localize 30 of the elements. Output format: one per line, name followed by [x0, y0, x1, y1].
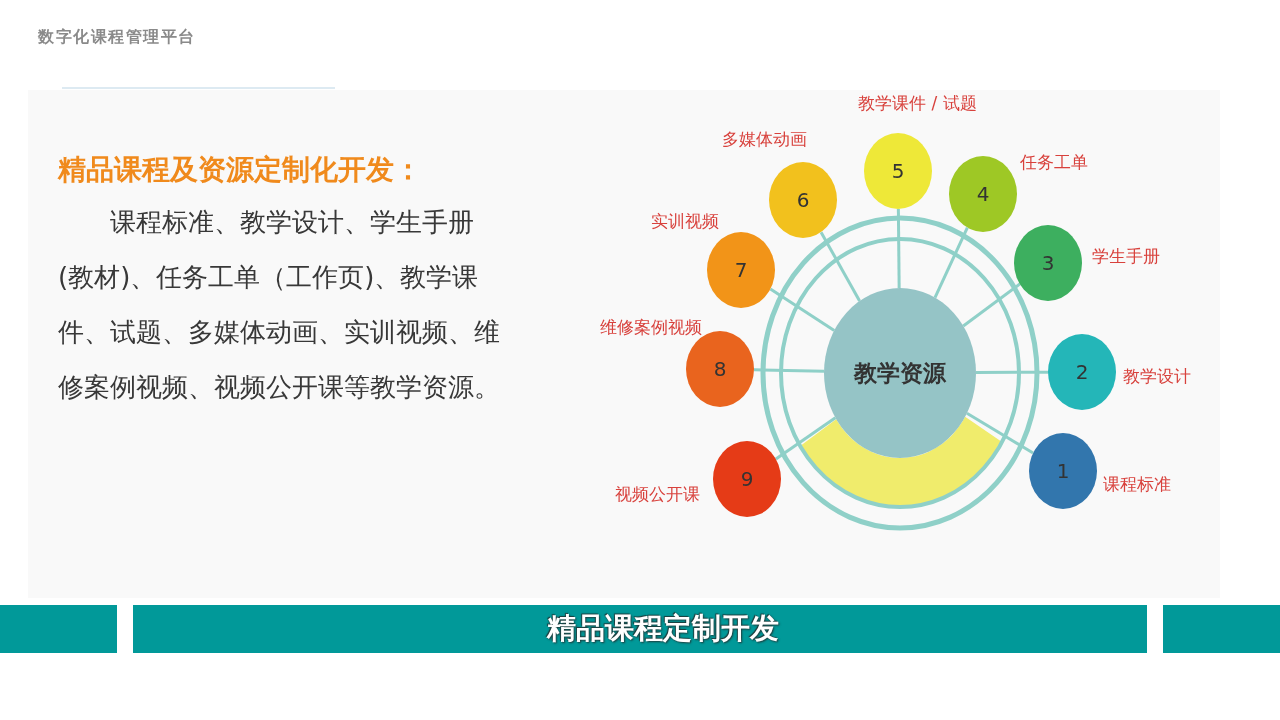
circle-number: 9: [740, 467, 754, 491]
item-caption: 学生手册: [1092, 246, 1160, 266]
item-caption: 实训视频: [651, 211, 719, 231]
circle-number: 2: [1075, 360, 1089, 384]
item-caption: 课程标准: [1103, 474, 1171, 494]
circle-number: 6: [796, 188, 810, 212]
item-caption: 视频公开课: [615, 484, 700, 504]
section-heading: 精品课程及资源定制化开发：: [58, 152, 422, 188]
title-band: [133, 605, 1147, 653]
spoke-line: [976, 370, 1048, 375]
band-segment: [0, 605, 117, 653]
spoke-line: [769, 287, 836, 332]
circle-number: 8: [713, 357, 727, 381]
spoke-line: [896, 209, 901, 289]
item-caption: 多媒体动画: [722, 129, 807, 149]
body-paragraph: 课程标准、教学设计、学生手册(教材)、任务工单（工作页)、教学课件、试题、多媒体动画、实训视频、维修案例视频、视频公开课等教学资源。: [58, 206, 501, 404]
header-text: 数字化课程管理平台: [38, 27, 197, 48]
circle-number: 3: [1041, 251, 1055, 275]
band-segment: [1163, 605, 1280, 653]
circle-number: 7: [734, 258, 748, 282]
circle-number: 1: [1056, 459, 1070, 483]
item-caption: 教学课件 / 试题: [858, 93, 977, 113]
circle-number: 5: [891, 159, 905, 183]
item-caption: 任务工单: [1020, 152, 1088, 172]
item-caption: 维修案例视频: [600, 317, 702, 337]
circle-number: 4: [976, 182, 990, 206]
band-title: 精品课程定制开发: [547, 610, 779, 647]
spoke-line: [753, 368, 825, 373]
item-caption: 教学设计: [1123, 366, 1191, 386]
center-label: 教学资源: [854, 358, 946, 388]
